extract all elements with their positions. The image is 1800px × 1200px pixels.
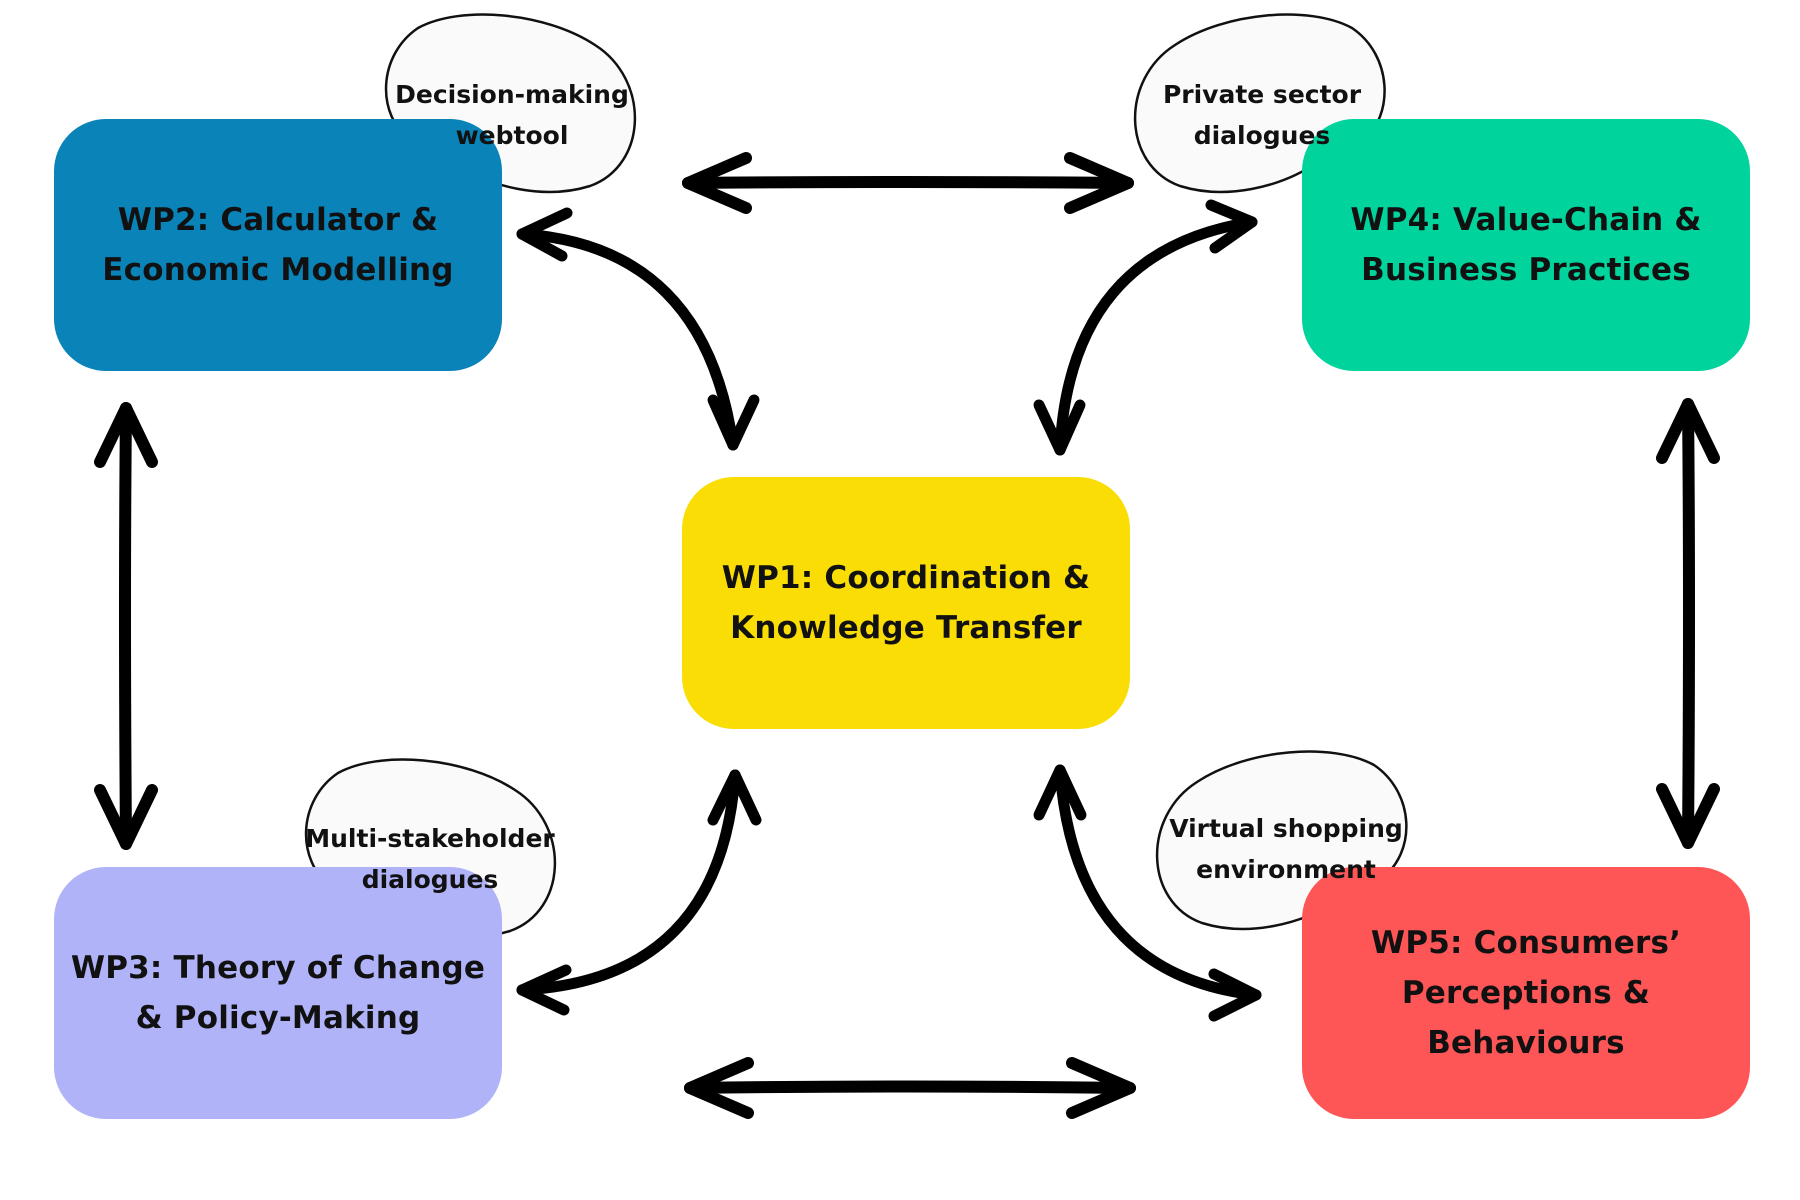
wp3-label: WP3: Theory of Change & Policy-Making	[71, 943, 485, 1043]
wp4-label: WP4: Value-Chain & Business Practices	[1350, 195, 1701, 295]
bubble-wp3-text: Multi-stakeholder dialogues	[305, 824, 555, 894]
wp4-label-line1: WP4: Value-Chain &	[1350, 202, 1702, 238]
arrow-wp1-wp5	[1033, 764, 1262, 1022]
arrow-wp1-wp3	[516, 769, 762, 1016]
wp3-label-line2: & Policy-Making	[135, 1000, 421, 1036]
wp2-label: WP2: Calculator & Economic Modelling	[102, 195, 453, 295]
wp3-box: WP3: Theory of Change & Policy-Making	[54, 867, 502, 1119]
wp2-label-line2: Economic Modelling	[102, 252, 454, 288]
wp2-box: WP2: Calculator & Economic Modelling	[54, 119, 502, 371]
arrow-wp3-wp5	[684, 1057, 1136, 1119]
bubble-wp5-text: Virtual shopping environment	[1169, 814, 1403, 884]
arrow-wp1-wp4	[1033, 199, 1258, 456]
wp2-label-line1: WP2: Calculator &	[117, 202, 439, 238]
arrow-wp4-wp5	[1656, 398, 1720, 849]
wp1-box: WP1: Coordination & Knowledge Transfer	[682, 477, 1130, 729]
arrow-wp2-wp3	[94, 402, 158, 850]
wp5-label-line2: Perceptions &	[1401, 975, 1651, 1011]
arrow-wp1-wp2	[516, 207, 760, 451]
wp1-label: WP1: Coordination & Knowledge Transfer	[722, 553, 1091, 653]
wp4-label-line2: Business Practices	[1361, 252, 1691, 288]
wp4-box: WP4: Value-Chain & Business Practices	[1302, 119, 1750, 371]
wp1-label-line2: Knowledge Transfer	[730, 610, 1082, 646]
wp5-label: WP5: Consumers’ Perceptions & Behaviours	[1371, 918, 1681, 1068]
wp5-label-line3: Behaviours	[1427, 1025, 1625, 1061]
wp3-label-line1: WP3: Theory of Change	[70, 950, 486, 986]
wp1-label-line1: WP1: Coordination &	[721, 560, 1091, 596]
wp5-box: WP5: Consumers’ Perceptions & Behaviours	[1302, 867, 1750, 1119]
bubble-wp4-text: Private sector dialogues	[1162, 80, 1362, 150]
bubble-wp2-text: Decision-making webtool	[395, 80, 629, 150]
wp5-label-line1: WP5: Consumers’	[1370, 925, 1682, 961]
arrow-wp2-wp4	[682, 152, 1134, 214]
